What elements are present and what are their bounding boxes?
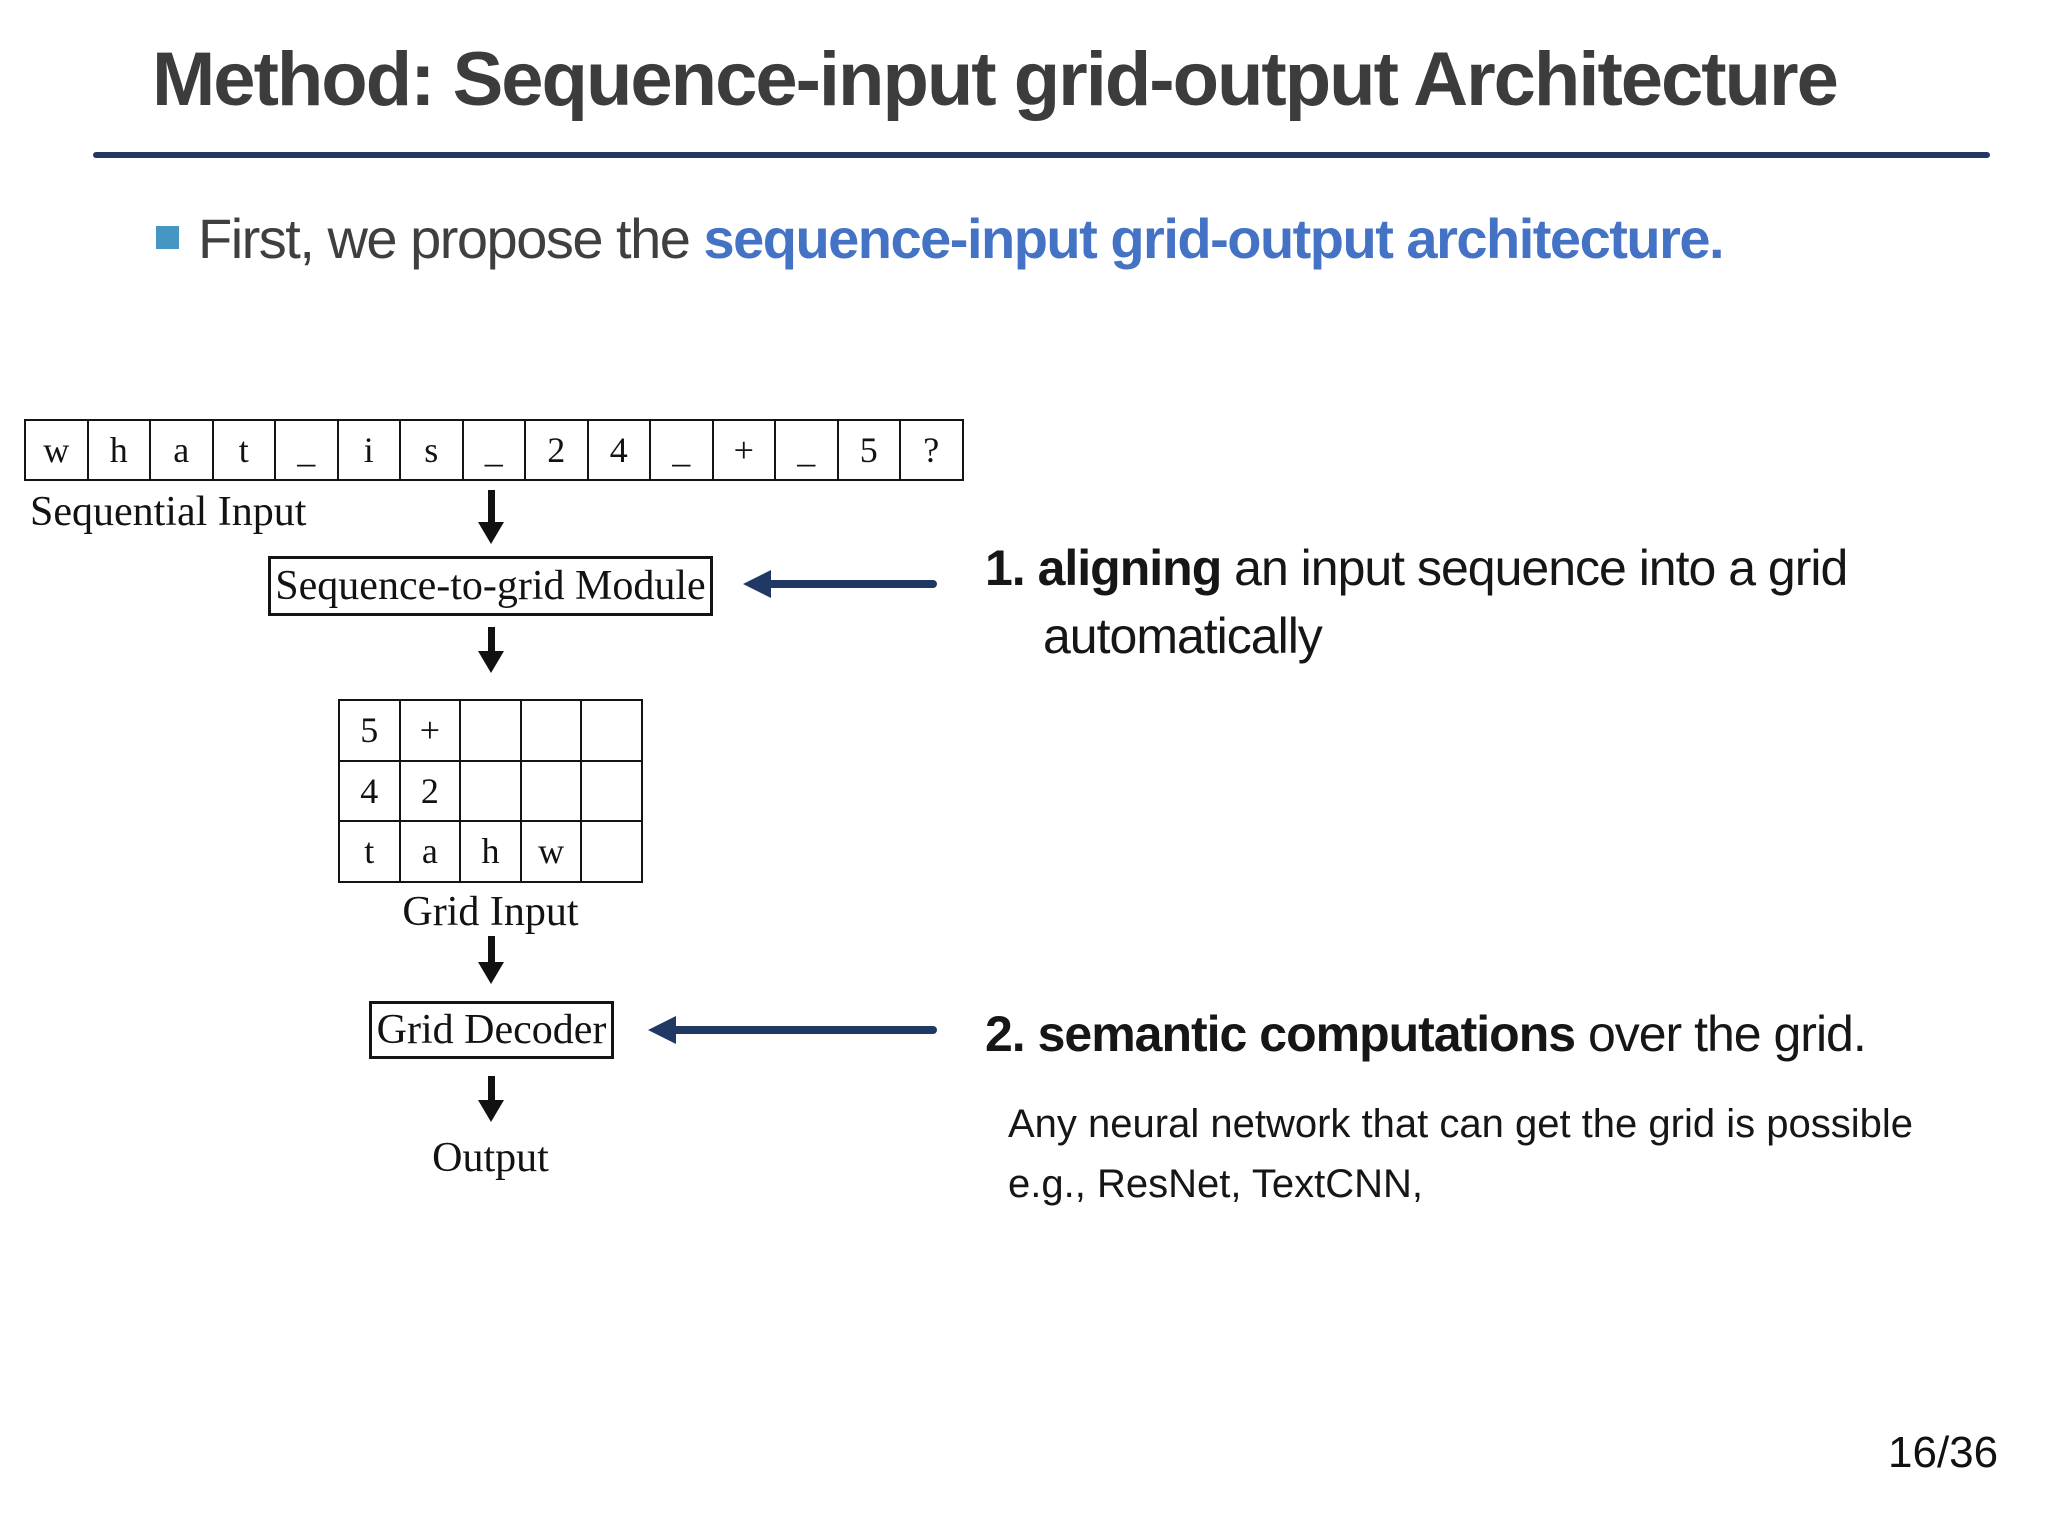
annotation-networks: Any neural network that can get the grid…: [1008, 1094, 1913, 1214]
sequence-cell: a: [149, 419, 214, 481]
bullet-marker: [156, 226, 179, 249]
bullet-statement: First, we propose the sequence-input gri…: [198, 206, 1725, 271]
sequence-cell: i: [336, 419, 401, 481]
grid-cell: 5: [338, 699, 401, 762]
grid-cell: [519, 759, 583, 822]
annotation-bold: 2. semantic computations: [985, 1006, 1576, 1062]
arrow-head: [478, 962, 504, 984]
annotation-line: 2. semantic computations over the grid.: [985, 1000, 1867, 1068]
down-arrow-icon: [478, 490, 504, 544]
grid-cell: [459, 759, 522, 822]
sequence-input-label: Sequential Input: [30, 489, 307, 535]
left-arrow-icon: [743, 570, 937, 598]
output-label: Output: [432, 1135, 549, 1181]
down-arrow-icon: [478, 936, 504, 984]
annotation-rest: an input sequence into a grid: [1221, 540, 1848, 596]
arrow-head: [478, 522, 504, 544]
down-arrow-icon: [478, 1076, 504, 1122]
sequence-cell: ?: [899, 419, 964, 481]
grid-cell: 4: [338, 759, 401, 822]
page-number: 16/36: [1888, 1428, 1999, 1477]
grid-cell: t: [338, 820, 401, 883]
grid-cell: w: [519, 820, 583, 883]
grid-cell: [459, 699, 522, 762]
annotation-aligning: 1. aligning an input sequence into a gri…: [985, 534, 1848, 670]
grid-cell: [580, 699, 643, 762]
grid-cell: [519, 699, 583, 762]
arrow-head: [648, 1016, 676, 1044]
grid-cell: a: [398, 820, 462, 883]
slide-title: Method: Sequence-input grid-output Archi…: [152, 37, 1839, 122]
arrow-stem: [487, 490, 495, 522]
sequence-cell: _: [649, 419, 714, 481]
arrow-stem: [672, 1026, 937, 1034]
annotation-rest: over the grid.: [1575, 1006, 1867, 1062]
arrow-stem: [487, 627, 495, 651]
sequence-to-grid-module-box: Sequence-to-grid Module: [268, 556, 713, 616]
bullet-statement-highlight: sequence-input grid-output architecture.: [703, 207, 1724, 270]
annotation-line: automatically: [1043, 608, 1323, 664]
arrow-head: [478, 1100, 504, 1122]
grid-input-label: Grid Input: [402, 889, 579, 935]
arrow-stem: [767, 580, 937, 588]
arrow-stem: [487, 936, 495, 962]
annotation-line: Any neural network that can get the grid…: [1008, 1102, 1913, 1146]
sequence-cell: _: [774, 419, 839, 481]
grid-cell: h: [459, 820, 522, 883]
arrow-head: [478, 651, 504, 673]
sequence-cell: 2: [524, 419, 589, 481]
sequence-cell: h: [86, 419, 151, 481]
sequence-cell: 4: [586, 419, 651, 481]
arrow-stem: [487, 1076, 495, 1100]
sequence-cell: _: [274, 419, 339, 481]
annotation-line: 1. aligning an input sequence into a gri…: [985, 534, 1848, 602]
annotation-line: e.g., ResNet, TextCNN,: [1008, 1162, 1423, 1206]
grid-cell: [580, 820, 643, 883]
grid-row: 5+: [338, 699, 643, 762]
down-arrow-icon: [478, 627, 504, 673]
annotation-bold: 1. aligning: [985, 540, 1222, 596]
bullet-statement-prefix: First, we propose the: [198, 207, 704, 270]
sequence-cell: s: [399, 419, 464, 481]
grid-cell: +: [398, 699, 462, 762]
sequence-cell: w: [24, 419, 89, 481]
sequence-cell: 5: [836, 419, 901, 481]
grid-cell: 2: [398, 759, 462, 822]
sequence-cell: t: [211, 419, 276, 481]
left-arrow-icon: [648, 1016, 937, 1044]
grid-cell: [580, 759, 643, 822]
sequence-cell: +: [711, 419, 776, 481]
grid-decoder-box: Grid Decoder: [369, 1001, 614, 1059]
annotation-semantic: 2. semantic computations over the grid.: [985, 1000, 1867, 1068]
sequence-cell: _: [461, 419, 526, 481]
arrow-head: [743, 570, 771, 598]
title-divider: [93, 152, 1990, 158]
